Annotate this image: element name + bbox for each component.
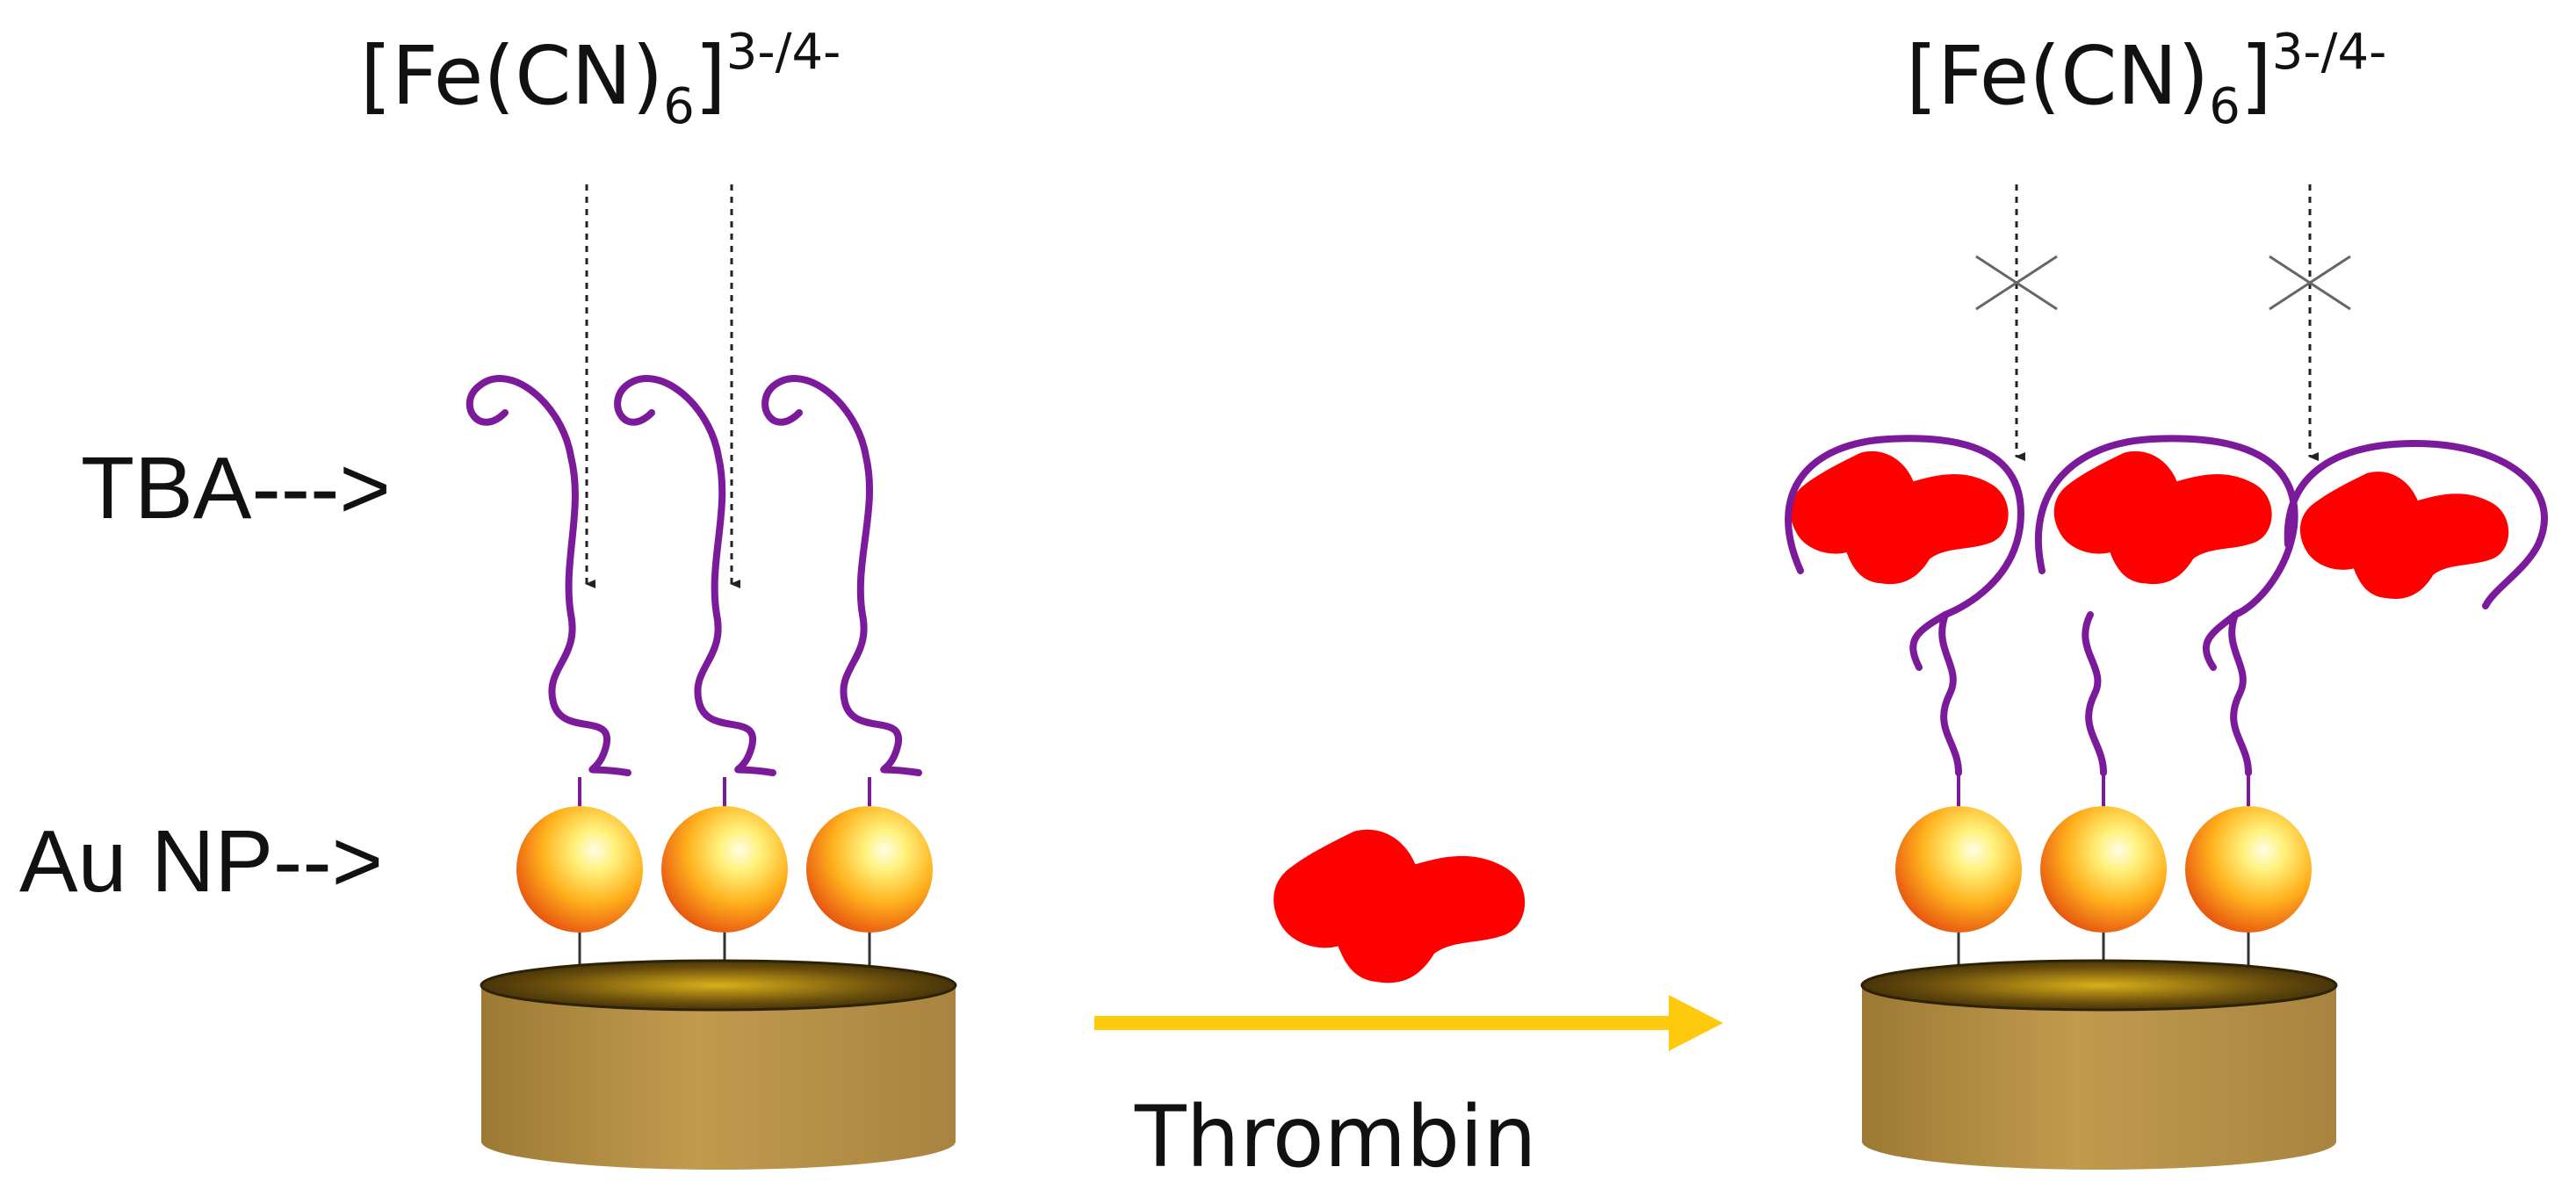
reaction-section: Thrombin	[1094, 829, 1723, 1186]
nanoparticles-left	[516, 806, 933, 933]
aptamer-strand-icon	[2034, 435, 2298, 776]
right-panel: [Fe(CN)6]3-/4-	[1785, 24, 2548, 1170]
gold-nanoparticle-icon	[2185, 806, 2312, 933]
thrombin-protein-icon	[2299, 472, 2509, 599]
aptamer-strand-icon	[614, 375, 776, 776]
cross-icon	[1975, 255, 2058, 311]
ion-label-left: [Fe(CN)6]3-/4-	[360, 24, 841, 135]
aptamer-strands-left	[465, 375, 922, 776]
aptamer-strand-icon	[2082, 611, 2107, 776]
aptamer-strand-icon	[761, 375, 922, 776]
aptamer-strand-icon	[465, 375, 631, 776]
gold-nanoparticle-icon	[661, 806, 788, 933]
thrombin-protein-icon	[1790, 450, 2009, 585]
thrombin-protein-icon	[1274, 829, 1526, 983]
aptamer-strands-right	[1785, 435, 2548, 776]
aptamer-strand-icon	[1909, 611, 1949, 671]
thrombin-protein-icon	[2053, 450, 2272, 585]
aptamer-strand-icon	[1785, 435, 2024, 776]
ion-label-right: [Fe(CN)6]3-/4-	[1906, 24, 2386, 135]
gold-electrode-icon	[480, 959, 957, 1170]
aptamer-strand-tail	[2202, 611, 2239, 671]
gold-nanoparticle-icon	[806, 806, 933, 933]
au-np-label: Au NP-->	[19, 812, 383, 911]
thrombin-label: Thrombin	[1134, 1088, 1537, 1186]
gold-nanoparticle-icon	[516, 806, 643, 933]
gold-nanoparticle-icon	[1895, 806, 2022, 933]
left-panel: [Fe(CN)6]3-/4- TBA---> Au NP-->	[19, 24, 957, 1170]
aptamer-strand-icon	[2284, 439, 2548, 609]
tba-label: TBA--->	[81, 439, 391, 537]
gold-nanoparticle-icon	[2040, 806, 2167, 933]
nanoparticles-right	[1895, 806, 2312, 933]
cross-icon	[2269, 255, 2351, 311]
gold-electrode-icon	[1860, 959, 2338, 1170]
reaction-arrow-head	[1669, 995, 1723, 1051]
linkers-right	[1957, 773, 2250, 812]
